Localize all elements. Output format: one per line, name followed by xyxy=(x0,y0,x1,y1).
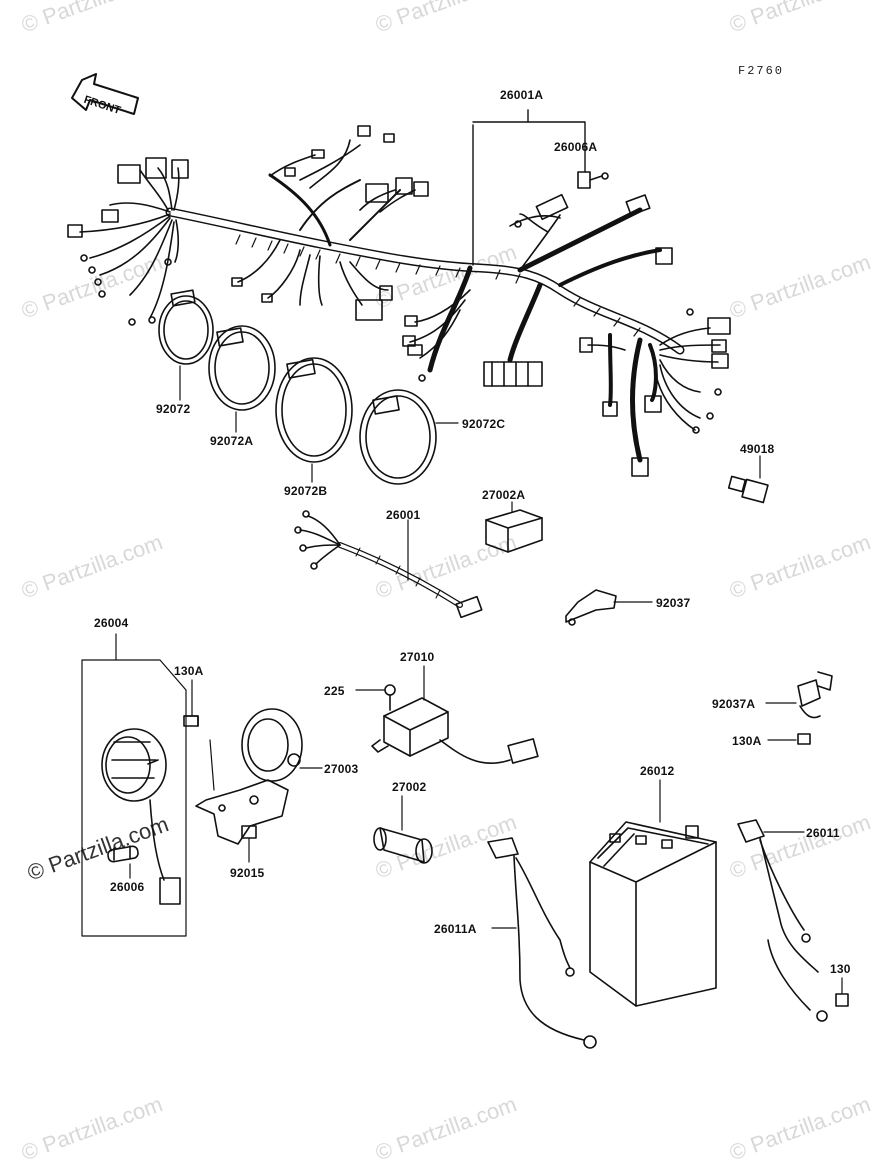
diagram-code: F2760 xyxy=(738,64,785,78)
part-label-92072B[interactable]: 92072B xyxy=(284,484,328,498)
part-label-92072[interactable]: 92072 xyxy=(156,402,191,416)
bolt-130A-right-icon xyxy=(797,733,811,745)
band-92072C-icon xyxy=(359,389,437,485)
part-label-130A-right[interactable]: 130A xyxy=(732,734,762,748)
part-label-225[interactable]: 225 xyxy=(324,684,345,698)
horn-26004-icon xyxy=(101,728,181,905)
part-label-26001A[interactable]: 26001A xyxy=(500,88,544,102)
part-label-26012[interactable]: 26012 xyxy=(640,764,675,778)
part-label-130[interactable]: 130 xyxy=(830,962,851,976)
screw-225-icon xyxy=(384,684,396,711)
battery-26012-icon xyxy=(589,821,717,1007)
connector-49018-icon xyxy=(727,475,769,504)
part-label-130A-top[interactable]: 130A xyxy=(174,664,204,678)
part-label-27002[interactable]: 27002 xyxy=(392,780,427,794)
sub-harness-26001-icon xyxy=(294,510,483,619)
part-label-92072C[interactable]: 92072C xyxy=(462,417,506,431)
clamp-92037-icon xyxy=(565,589,617,626)
bolt-130A-icon xyxy=(183,715,199,727)
part-label-92015[interactable]: 92015 xyxy=(230,866,265,880)
band-92072B-icon xyxy=(275,357,353,463)
band-92072-icon xyxy=(158,289,214,365)
part-label-26004[interactable]: 26004 xyxy=(94,616,129,630)
relay-27002-icon xyxy=(373,827,433,864)
horn-27003-icon xyxy=(195,708,303,845)
relay-27002A-icon xyxy=(485,509,543,553)
part-label-26011[interactable]: 26011 xyxy=(806,826,840,840)
unit-27010-icon xyxy=(371,697,539,764)
band-92072A-icon xyxy=(208,325,276,411)
part-label-26006[interactable]: 26006 xyxy=(110,880,145,894)
cable-26011A-icon xyxy=(487,837,597,1049)
bolt-130-icon xyxy=(835,993,849,1007)
part-label-26011A[interactable]: 26011A xyxy=(434,922,477,936)
part-label-92037A[interactable]: 92037A xyxy=(712,697,756,711)
cable-26011-icon xyxy=(737,819,828,1022)
part-label-26006A[interactable]: 26006A xyxy=(554,140,598,154)
clamp-92037A-icon xyxy=(797,671,833,719)
part-label-27002A[interactable]: 27002A xyxy=(482,488,526,502)
part-label-49018[interactable]: 49018 xyxy=(740,442,775,456)
part-label-92072A[interactable]: 92072A xyxy=(210,434,254,448)
main-harness-icon xyxy=(67,125,731,477)
part-label-27003[interactable]: 27003 xyxy=(324,762,359,776)
part-label-26001[interactable]: 26001 xyxy=(386,508,421,522)
part-label-27010[interactable]: 27010 xyxy=(400,650,435,664)
front-arrow-icon xyxy=(71,73,139,115)
fuse-26006-icon xyxy=(107,845,139,863)
part-label-92037[interactable]: 92037 xyxy=(656,596,691,610)
